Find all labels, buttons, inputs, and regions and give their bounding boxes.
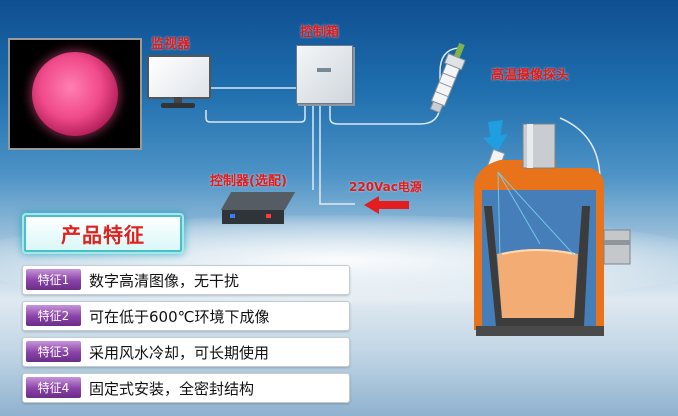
feature-text: 固定式安装，全密封结构 <box>89 380 255 398</box>
features-title-badge: 产品特征 <box>22 213 184 254</box>
feature-tag: 特征2 <box>26 305 81 326</box>
feature-text: 数字高清图像，无干扰 <box>89 272 240 290</box>
cable-box-to-power <box>319 102 355 205</box>
controller-blue-led <box>230 214 235 218</box>
controller-label: 控制器(选配) <box>210 174 287 189</box>
feature-tag: 特征4 <box>26 377 81 398</box>
camera-probe <box>429 42 466 114</box>
crucible-wall <box>484 206 590 326</box>
controller-red-led <box>266 214 271 218</box>
cable-box-to-probe <box>329 47 459 125</box>
power-arrow-head <box>364 196 379 214</box>
control-box-graphic <box>296 45 353 104</box>
camera-probe-label: 高温摄像探头 <box>491 68 570 83</box>
molten-metal <box>497 249 578 318</box>
features-title: 产品特征 <box>61 223 145 247</box>
feature-row: 特征3 采用风水冷却，可长期使用 <box>22 337 350 367</box>
feature-text: 采用风水冷却，可长期使用 <box>89 344 270 362</box>
controller-graphic <box>220 192 296 228</box>
power-label: 220Vac电源 <box>349 180 422 194</box>
feature-text: 可在低于600℃环境下成像 <box>89 308 270 326</box>
thermal-image-preview <box>8 38 142 150</box>
feature-row: 特征4 固定式安装，全密封结构 <box>22 373 350 403</box>
monitor-graphic <box>147 55 211 111</box>
furnace-base <box>476 326 604 336</box>
power-arrow <box>364 196 409 214</box>
feature-tag: 特征3 <box>26 341 81 362</box>
monitor-label: 监视器 <box>151 37 191 52</box>
power-arrow-shaft <box>377 201 409 209</box>
feature-tag: 特征1 <box>26 269 81 290</box>
feature-row: 特征1 数字高清图像，无干扰 <box>22 265 350 295</box>
feature-row: 特征2 可在低于600℃环境下成像 <box>22 301 350 331</box>
camera-view-lines <box>497 171 576 259</box>
furnace <box>474 123 631 336</box>
probe-connector <box>453 42 465 59</box>
cable-box-loop <box>205 102 306 123</box>
probe-lens-mount <box>429 100 444 114</box>
control-box-label: 控制箱 <box>300 25 340 40</box>
monitor-screen <box>147 55 211 99</box>
probe-blue-arrow-head <box>483 134 508 152</box>
hot-spot-image <box>32 52 118 136</box>
probe-blue-arrow-shaft <box>488 120 503 140</box>
furnace-side-port <box>603 229 631 265</box>
